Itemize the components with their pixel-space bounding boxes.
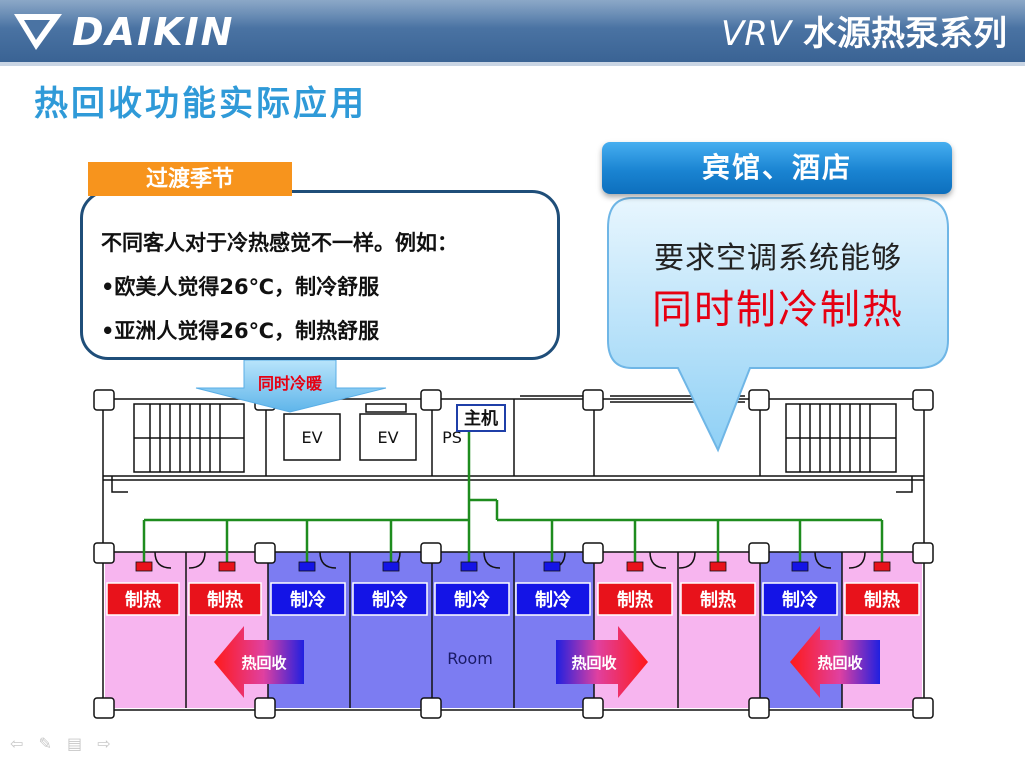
svg-text:热回收: 热回收 (817, 654, 862, 672)
heat-recovery-arrow-1: 热回收 (214, 626, 304, 698)
daikin-logo-icon (14, 14, 62, 50)
svg-text:制热: 制热 (864, 589, 900, 611)
example-card: 不同客人对于冷热感觉不一样。例如： •欧美人觉得26℃，制冷舒服 •亚洲人觉得2… (80, 190, 560, 360)
room-1-mode (106, 582, 180, 616)
simultaneous-arrow: 同时冷暖 (195, 360, 387, 413)
svg-text:制热: 制热 (207, 589, 243, 611)
bubble-line-highlight: 同时制冷制热 (652, 287, 904, 333)
building-columns (93, 389, 934, 719)
example-line-asian: •亚洲人觉得26℃，制热舒服 (101, 319, 380, 343)
page-title: 热回收功能实际应用 (34, 84, 367, 124)
building-walls (102, 395, 925, 711)
pipe-shaft-label: PS (442, 428, 462, 447)
slide-nav[interactable]: ⇦ ✎ ▤ ⇨ (10, 734, 121, 754)
room-6-mode (515, 582, 591, 616)
svg-text:制热: 制热 (125, 589, 161, 611)
season-tag: 过渡季节 (88, 162, 292, 196)
floor-plan: 制热 制热 制冷 制冷 制冷 制冷 制热 制热 制冷 制热 热回收 热回收 热回… (93, 360, 934, 719)
svg-text:制冷: 制冷 (454, 589, 490, 611)
next-icon[interactable]: ⇨ (97, 734, 111, 753)
brand-name: DAIKIN (72, 10, 235, 54)
example-line-intro: 不同客人对于冷热感觉不一样。例如： (101, 231, 458, 255)
elevator-2-label: EV (377, 428, 398, 447)
svg-text:制热: 制热 (700, 589, 736, 611)
header-bar: DAIKIN VRV 水源热泵系列 (0, 0, 1025, 62)
room-3-mode (270, 582, 346, 616)
svg-text:制热: 制热 (617, 589, 653, 611)
bubble-text: 要求空调系统能够 同时制冷制热 (610, 236, 946, 338)
room-label: Room (447, 649, 493, 668)
elevator-1-label: EV (301, 428, 322, 447)
room-2-mode (188, 582, 262, 616)
heat-recovery-arrow-3: 热回收 (790, 626, 880, 698)
pen-icon[interactable]: ✎ (38, 734, 52, 753)
bubble-line-requirement: 要求空调系统能够 (654, 241, 902, 276)
svg-text:热回收: 热回收 (571, 654, 616, 672)
indoor-units (135, 561, 891, 572)
svg-text:制冷: 制冷 (782, 589, 818, 611)
svg-text:热回收: 热回收 (241, 654, 286, 672)
svg-text:制冷: 制冷 (290, 589, 326, 611)
example-line-western: •欧美人觉得26℃，制冷舒服 (101, 275, 380, 299)
main-unit-label: 主机 (464, 408, 498, 429)
speech-bubble (607, 197, 949, 453)
series-title: VRV 水源热泵系列 (721, 14, 1007, 54)
svg-text:制冷: 制冷 (372, 589, 408, 611)
room-7-mode (597, 582, 673, 616)
refrigerant-piping (142, 430, 884, 566)
svg-text:制冷: 制冷 (535, 589, 571, 611)
header-divider (0, 62, 1025, 66)
room-8-mode (680, 582, 756, 616)
room-10-mode (844, 582, 920, 616)
room-9-mode (762, 582, 838, 616)
heat-recovery-arrow-2: 热回收 (556, 626, 648, 698)
hotel-tag: 宾馆、酒店 (602, 142, 952, 194)
room-4-mode (352, 582, 428, 616)
room-mode-labels: 制热 制热 制冷 制冷 制冷 制冷 制热 制热 制冷 制热 (106, 582, 920, 616)
svg-text:同时冷暖: 同时冷暖 (258, 374, 323, 393)
prev-icon[interactable]: ⇦ (10, 734, 24, 753)
main-unit-box (456, 404, 506, 432)
daikin-logo: DAIKIN (6, 6, 268, 54)
room-5-mode (434, 582, 510, 616)
menu-icon[interactable]: ▤ (67, 734, 83, 753)
